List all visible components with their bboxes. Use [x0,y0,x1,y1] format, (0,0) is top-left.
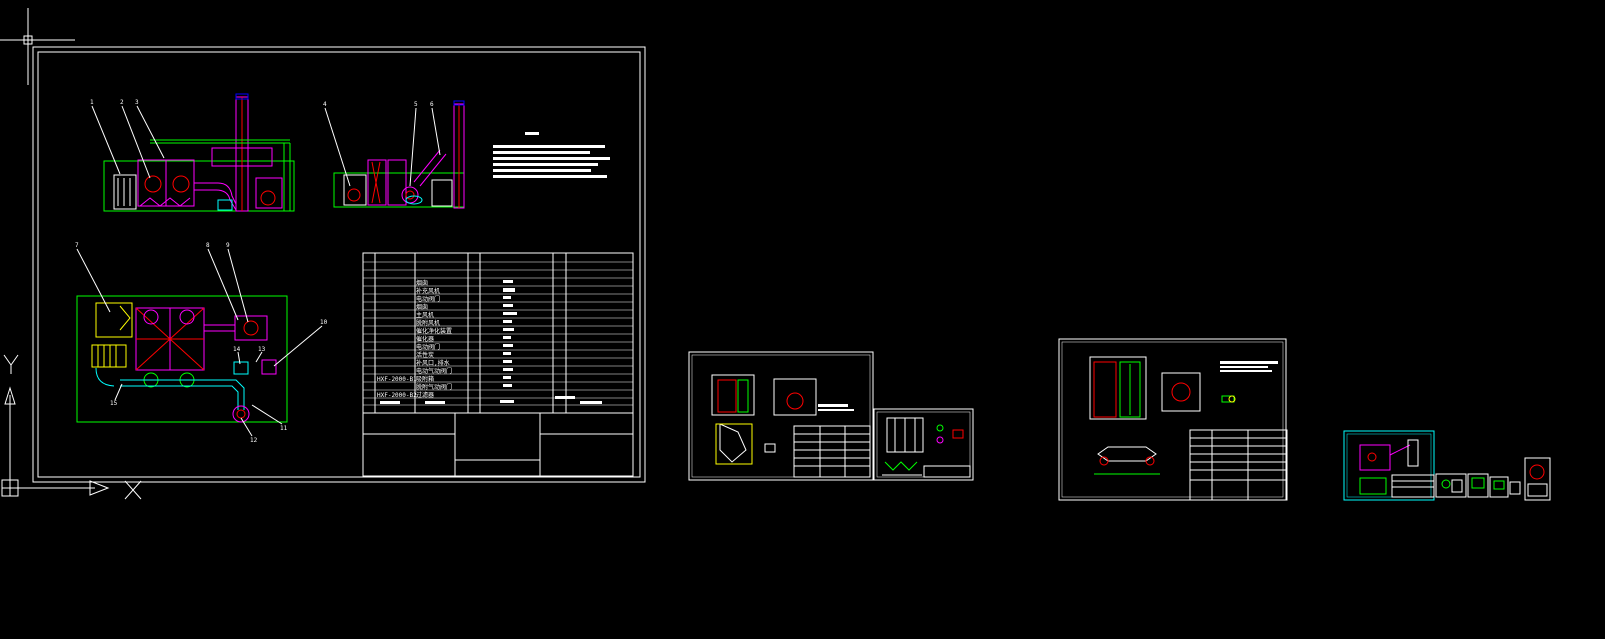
part-name: 催化器 [416,335,434,343]
balloon-4: 4 [323,101,327,108]
drawing-sheet-4[interactable] [1058,338,1288,501]
balloon-14: 14 [233,346,241,353]
balloon-7: 7 [75,242,79,249]
drawing-sheet-6[interactable] [1435,473,1467,498]
part-balloons [76,105,441,437]
part-name: 电动阀门 [416,295,440,303]
parts-list-table [362,252,634,477]
part-name: 过滤器 [416,391,434,399]
part-name: 主风机 [416,311,434,319]
part-name: 吸附箱 [416,375,434,383]
balloon-9: 9 [226,242,230,249]
balloon-11: 11 [280,425,288,432]
part-code: HXF-2000-B2 [377,392,417,399]
part-name: 脱附风机 [416,319,440,327]
drawing-sheet-10[interactable] [1524,457,1551,501]
balloon-10: 10 [320,319,328,326]
balloon-12: 12 [250,437,258,444]
part-code: HXF-2000-B1 [377,376,417,383]
drawing-sheet-1[interactable]: 1 2 3 4 5 6 7 8 9 10 11 12 13 14 15 [32,46,646,483]
side-elevation-view [333,100,465,209]
part-name: 烟囱 [416,279,428,287]
crosshair-cursor [0,8,75,85]
drawing-sheet-7[interactable] [1467,473,1489,498]
part-name: 电动气动阀门 [416,367,452,375]
part-name: 脱附气动阀门 [416,383,452,391]
part-name: 电动阀门 [416,343,440,351]
part-name: 补风口,排水 [416,359,450,367]
part-name: 补充风机 [416,287,440,295]
parts-list-labels: 烟囱 补充风机 电动阀门 烟囱 主风机 脱附风机 催化净化装置 催化器 电动阀门… [377,279,452,399]
plan-view [76,295,288,423]
ucs-icon [1,354,142,500]
part-balloon-labels: 1 2 3 4 5 6 7 8 9 10 11 12 13 14 15 [75,99,434,444]
front-elevation-view [103,93,295,212]
balloon-6: 6 [430,101,434,108]
parts-list-fills [380,280,602,404]
balloon-8: 8 [206,242,210,249]
balloon-15: 15 [110,400,118,407]
part-name: 催化净化装置 [416,327,452,335]
balloon-5: 5 [414,101,418,108]
part-name: 活性炭 [416,351,434,359]
drawing-sheet-8[interactable] [1489,476,1509,498]
balloon-2: 2 [120,99,124,106]
parts-list-rows [363,261,633,406]
technical-notes [493,132,610,178]
drawing-sheet-2[interactable] [688,351,874,481]
balloon-13: 13 [258,346,266,353]
part-name: 烟囱 [416,303,428,311]
drawing-sheet-3[interactable] [873,408,974,481]
drawing-sheet-9[interactable] [1509,481,1521,495]
balloon-3: 3 [135,99,139,106]
balloon-1: 1 [90,99,94,106]
drawing-sheet-5[interactable] [1343,430,1435,501]
